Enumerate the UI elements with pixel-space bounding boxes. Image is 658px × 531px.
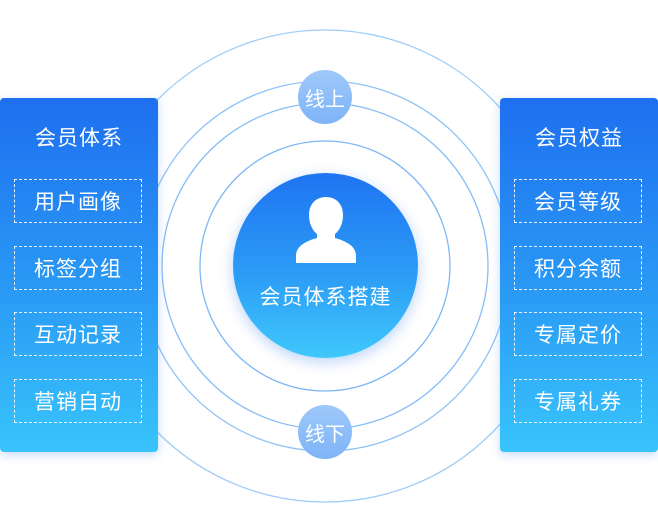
member-system-title: 会员体系 — [35, 126, 123, 150]
member-benefits-panel: 会员权益 会员等级 积分余额 专属定价 专属礼券 — [500, 98, 658, 452]
interaction-record-item: 互动记录 — [14, 312, 142, 356]
user-portrait-item: 用户画像 — [14, 179, 142, 223]
member-benefits-title: 会员权益 — [535, 126, 623, 150]
exclusive-coupon-item: 专属礼券 — [514, 379, 642, 423]
tag-grouping-item: 标签分组 — [14, 246, 142, 290]
user-icon — [296, 197, 356, 263]
marketing-automation-item: 营销自动 — [14, 379, 142, 423]
offline-badge: 线下 — [298, 405, 352, 459]
online-badge: 线上 — [298, 70, 352, 124]
member-level-item: 会员等级 — [514, 179, 642, 223]
ring-inner — [199, 140, 451, 392]
member-system-panel: 会员体系 用户画像 标签分组 互动记录 营销自动 — [0, 98, 158, 452]
center-label: 会员体系搭建 — [259, 285, 392, 309]
center-hub: 会员体系搭建 — [233, 173, 418, 358]
points-balance-item: 积分余额 — [514, 246, 642, 290]
exclusive-pricing-item: 专属定价 — [514, 312, 642, 356]
